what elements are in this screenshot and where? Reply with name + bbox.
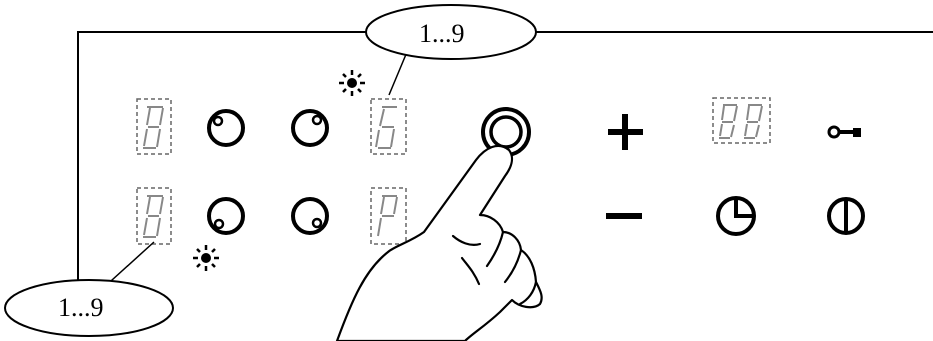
callout-label-bottom: 1...9 (58, 293, 104, 322)
hand-icon (335, 144, 543, 341)
zone-display-rear-right (370, 98, 407, 155)
zone-display-front-left (136, 187, 172, 245)
blink-sun-icon (339, 70, 365, 96)
callout-bubble-top (365, 4, 537, 96)
burner-zone-icon[interactable] (291, 109, 329, 147)
plus-icon[interactable] (608, 114, 643, 150)
callout-label-top: 1...9 (419, 19, 465, 48)
clock-icon[interactable] (716, 196, 756, 236)
panel-outline (77, 31, 933, 300)
callout-bubble-bottom (4, 241, 174, 337)
zone-display-rear-left (136, 98, 172, 155)
blink-sun-icon (193, 245, 219, 271)
burner-zone-icon[interactable] (207, 109, 245, 147)
burner-zone-icon[interactable] (291, 197, 329, 235)
key-icon[interactable] (827, 125, 861, 139)
burner-zone-icon[interactable] (207, 197, 245, 235)
timer-display (712, 97, 771, 144)
zone-display-front-right (370, 187, 407, 245)
power-icon[interactable] (827, 197, 865, 235)
